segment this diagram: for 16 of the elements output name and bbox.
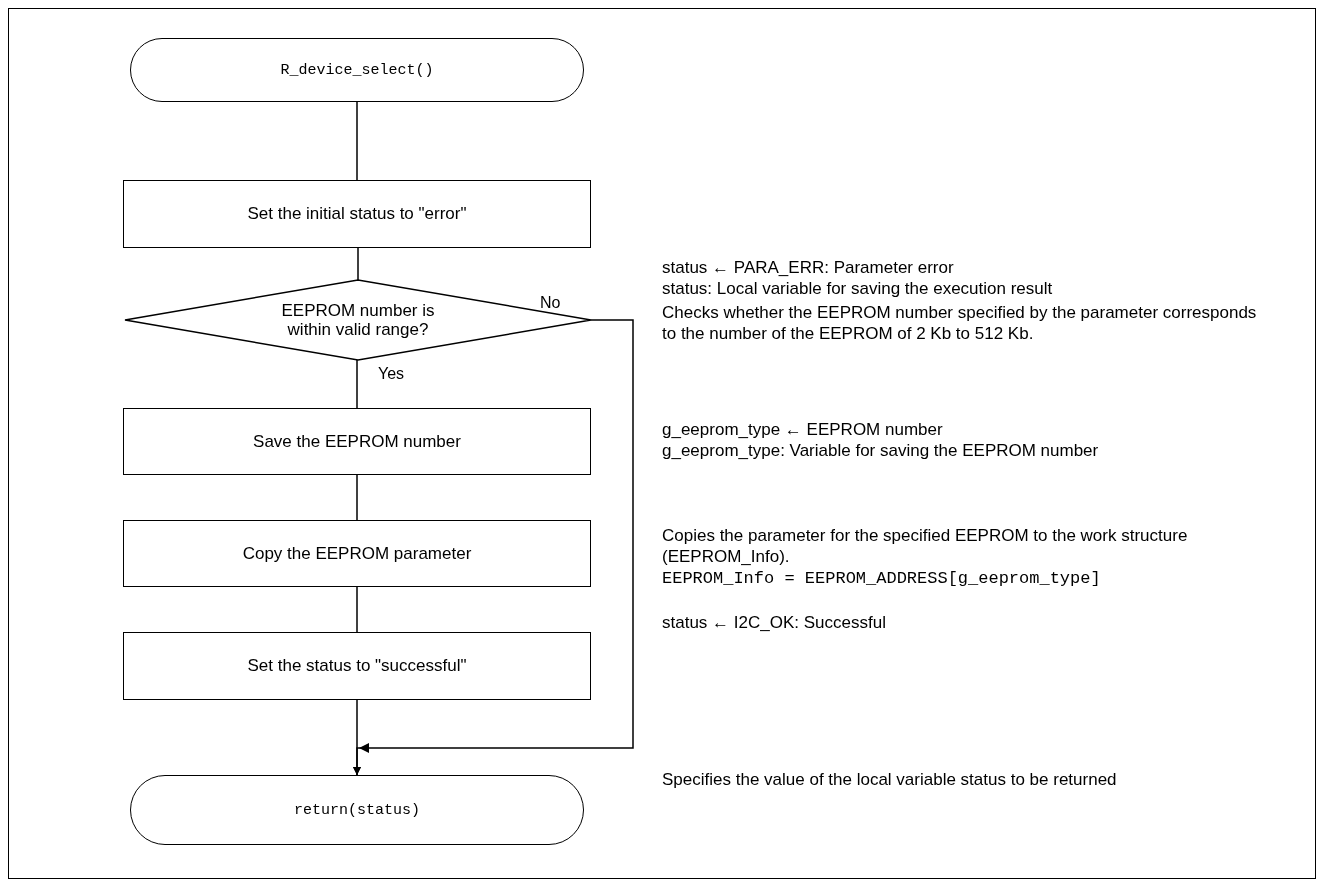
note-text: g_eeprom_type ← EEPROM number [662, 419, 944, 440]
note-text: status ← I2C_OK: Successful [662, 612, 887, 633]
note-text: g_eeprom_type: Variable for saving the EEPROM number [662, 440, 1100, 461]
note-text: status ← PARA_ERR: Parameter error [662, 257, 955, 278]
process-box: Copy the EEPROM parameter [123, 520, 591, 587]
note-text: Specifies the value of the local variable status to be returned [662, 769, 1118, 790]
note-text: Checks whether the EEPROM number specified by the parameter corresponds to the number of the EEPROM of 2 Kb to 512 Kb. [662, 302, 1258, 344]
process-box: Save the EEPROM number [123, 408, 591, 475]
note-text: status: Local variable for saving the execution result [662, 278, 1054, 299]
note-text: EEPROM_Info = EEPROM_ADDRESS[g_eeprom_type] [662, 568, 1102, 589]
process-box: Set the initial status to "error" [123, 180, 591, 248]
decision-text: EEPROM number is within valid range? [280, 301, 436, 339]
terminal-box: return(status) [130, 775, 584, 845]
terminal-box: R_device_select() [130, 38, 584, 102]
note-text: Copies the parameter for the specified EEPROM to the work structure (EEPROM_Info). [662, 525, 1189, 567]
process-box: Set the status to "successful" [123, 632, 591, 700]
